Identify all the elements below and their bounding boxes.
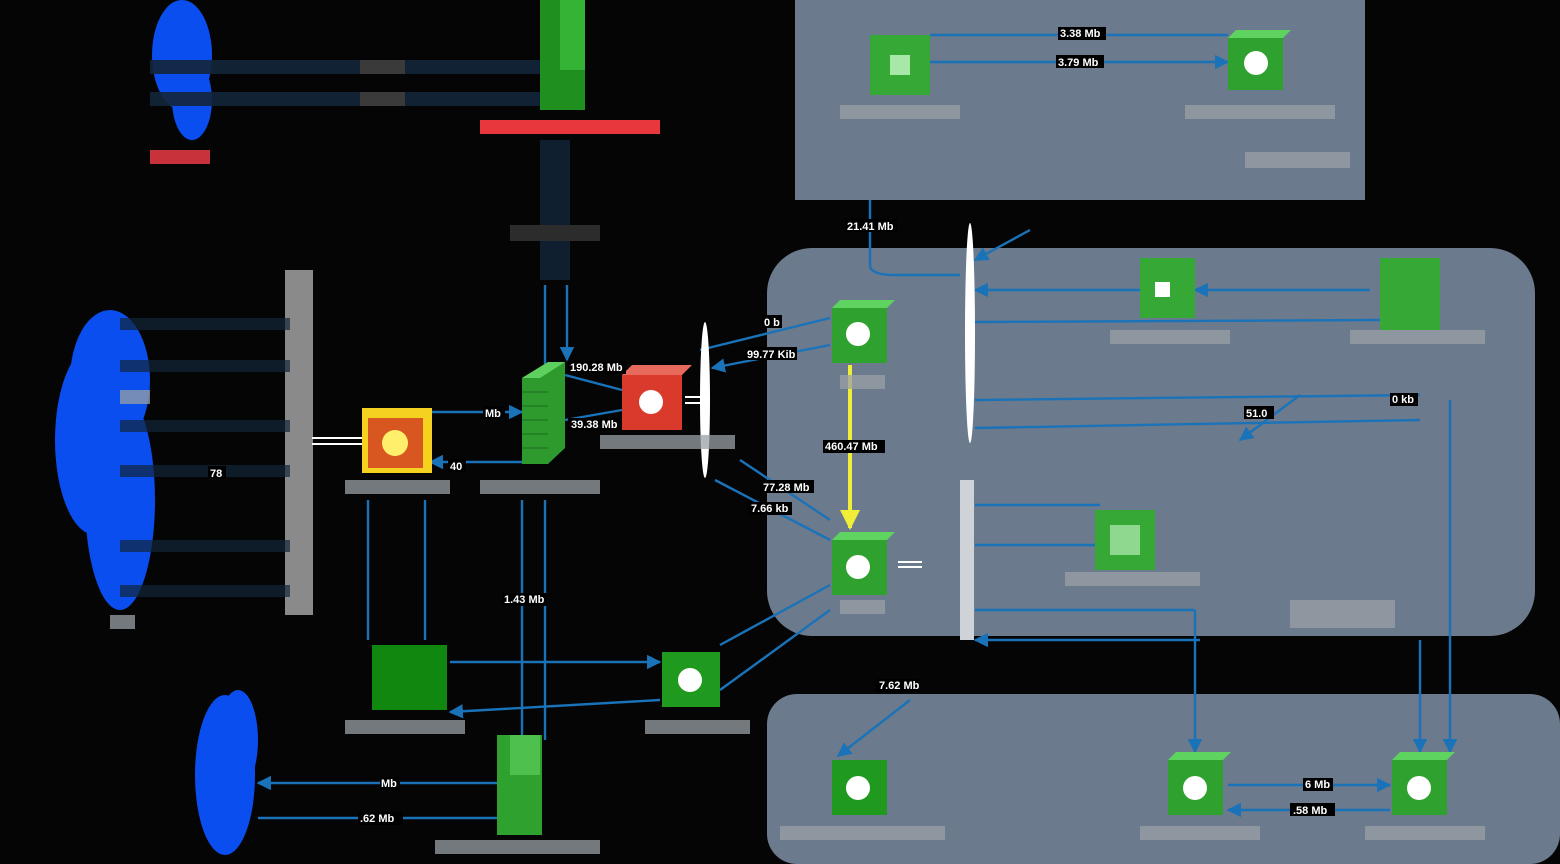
firewall-icon[interactable]: [522, 362, 565, 464]
link-label: Mb: [485, 408, 501, 420]
switch-icon[interactable]: [1140, 258, 1195, 318]
link-label: 77.28 Mb: [763, 482, 810, 494]
zone-middle: [767, 248, 1535, 636]
router-icon[interactable]: [832, 300, 895, 363]
aggregation-stack[interactable]: [965, 223, 975, 443]
link-label: 0 b: [764, 317, 780, 329]
cloud-icon[interactable]: [55, 310, 155, 610]
switch-icon[interactable]: [1095, 510, 1155, 570]
switch-icon[interactable]: [1380, 258, 1440, 330]
firewall-icon[interactable]: [497, 735, 542, 835]
link-label: 78: [210, 468, 222, 480]
link-label: 39.38 Mb: [571, 419, 618, 431]
link-label: 51.0: [1246, 408, 1267, 420]
link-label: 7.66 kb: [751, 503, 789, 515]
switch-icon[interactable]: [870, 35, 930, 95]
router-icon[interactable]: [662, 652, 720, 707]
alert-bar: [480, 120, 660, 134]
aggregation-stack[interactable]: [700, 322, 710, 478]
zone-bottom: [767, 694, 1560, 864]
link-label: 0 kb: [1392, 394, 1414, 406]
link-labels: 3.38 Mb 3.79 Mb 21.41 Mb 0 b 99.77 Kib 1…: [208, 27, 1418, 825]
router-icon[interactable]: [1228, 30, 1291, 90]
link-label: .62 Mb: [360, 813, 395, 825]
link-label: 7.62 Mb: [879, 680, 920, 692]
link-label: 40: [450, 461, 462, 473]
link-label: 460.47 Mb: [825, 441, 878, 453]
aggregation-stack[interactable]: [960, 480, 974, 640]
link-label: Mb: [381, 778, 397, 790]
router-icon[interactable]: [832, 532, 895, 595]
router-icon[interactable]: [1392, 752, 1455, 815]
link-label: .58 Mb: [1293, 805, 1328, 817]
link-label: 190.28 Mb: [570, 362, 623, 374]
switch-icon[interactable]: [372, 645, 447, 710]
router-icon[interactable]: [622, 365, 692, 430]
link-label: 3.38 Mb: [1060, 28, 1101, 40]
link-label: 3.79 Mb: [1058, 57, 1099, 69]
link-label: 6 Mb: [1305, 779, 1330, 791]
link-label: 21.41 Mb: [847, 221, 894, 233]
cloud-icon[interactable]: [152, 0, 212, 140]
link-label: 99.77 Kib: [747, 349, 796, 361]
gateway-icon[interactable]: [362, 408, 432, 473]
alert-bar: [150, 150, 210, 164]
link-label: 1.43 Mb: [504, 594, 545, 606]
firewall-icon[interactable]: [540, 0, 585, 110]
cloud-icon[interactable]: [195, 690, 258, 855]
router-icon[interactable]: [832, 760, 887, 815]
node-labels: [110, 105, 1485, 854]
router-icon[interactable]: [1168, 752, 1231, 815]
